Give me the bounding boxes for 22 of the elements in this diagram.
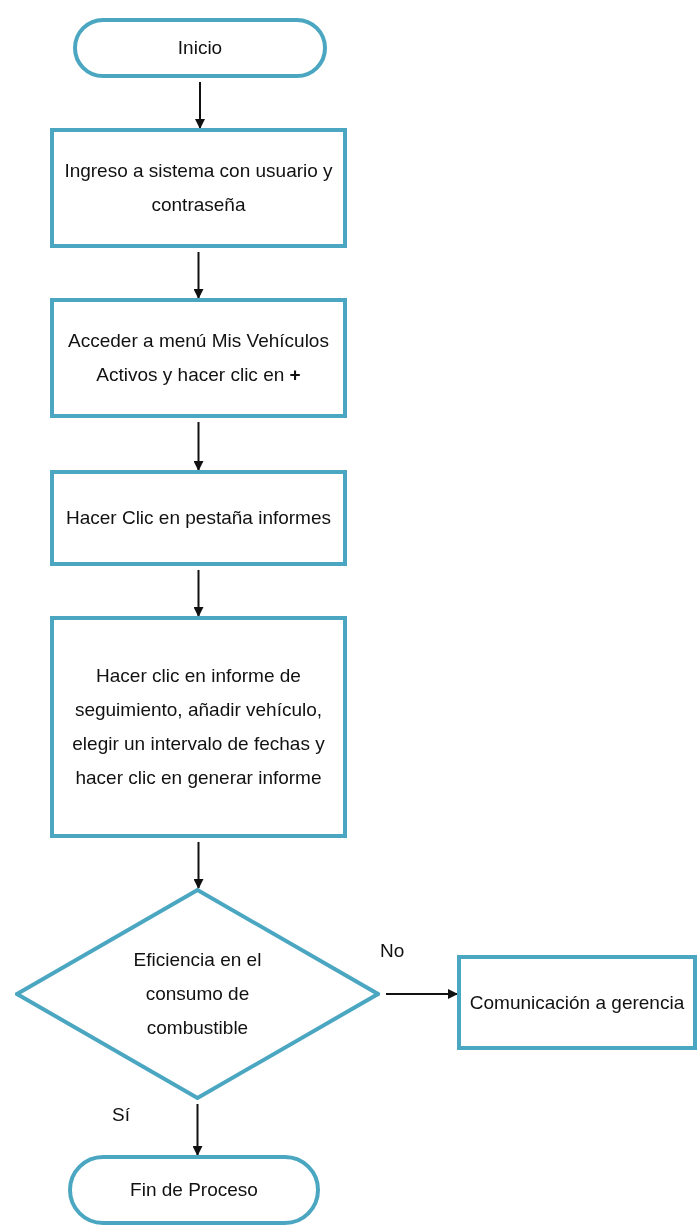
process-box: [50, 616, 347, 838]
node-text: Hacer Clic en pestaña informes: [64, 506, 333, 530]
node-text: Comunicación a gerencia: [468, 990, 686, 1015]
arrow: [193, 569, 204, 617]
node-text: Inicio: [176, 36, 224, 60]
terminal-shape: [73, 18, 327, 78]
decision-diamond: [15, 888, 380, 1100]
arrow: [195, 81, 205, 129]
arrow: [192, 1103, 203, 1156]
node-text: Acceder a menú Mis Vehículos Activos y hacer clic en +: [67, 329, 330, 387]
node-text: Fin de Proceso: [129, 1178, 259, 1202]
process-box: [50, 128, 347, 248]
process-box: [50, 298, 347, 418]
node-text: Eficiencia en el consumo de combustible: [132, 948, 263, 1040]
node-text: Ingreso a sistema con usuario y contraseña: [63, 159, 334, 217]
arrow: [193, 251, 204, 299]
arrow: [193, 841, 204, 889]
arrow: [193, 421, 204, 471]
node-text: Hacer clic en informe de seguimiento, añadir vehículo, elegir un intervalo de fechas y hacer clic en generar informe: [71, 664, 326, 790]
arrow: [385, 989, 458, 999]
process-box: [457, 955, 697, 1050]
process-box: [50, 470, 347, 566]
